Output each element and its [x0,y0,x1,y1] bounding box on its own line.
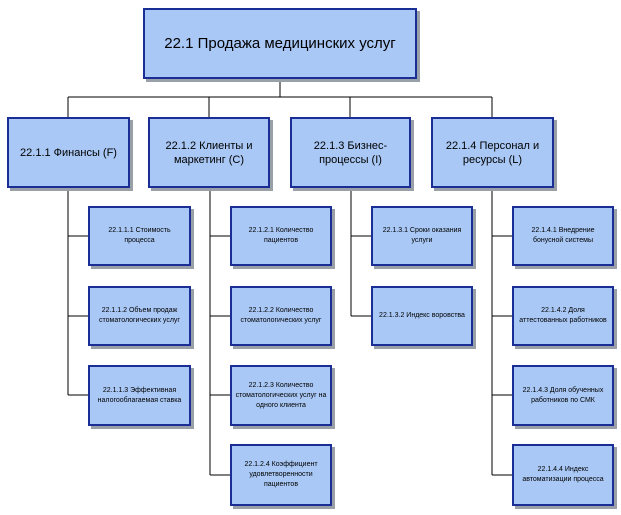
leaf-label: 22.1.1.1 Стоимость процесса [108,227,171,244]
category-finance: 22.1.1 Финансы (F) [7,117,130,188]
category-label: 22.1.2 Клиенты и маркетинг (C) [165,139,253,166]
leaf-label: 22.1.2.1 Количество пациентов [248,227,314,244]
leaf-node: 22.1.4.2 Доля аттестованных работников [512,286,614,346]
leaf-node: 22.1.3.1 Сроки оказания услуги [371,206,473,266]
leaf-label: 22.1.4.3 Доля обученных работников по СМ… [522,386,604,404]
leaf-node: 22.1.4.4 Индекс автоматизации процесса [512,444,614,506]
leaf-node: 22.1.2.3 Количество стоматологических ус… [230,365,332,426]
leaf-label: 22.1.3.1 Сроки оказания услуги [382,227,462,244]
category-clients: 22.1.2 Клиенты и маркетинг (C) [148,117,270,188]
root-node: 22.1 Продажа медицинских услуг [143,8,417,79]
leaf-label: 22.1.4.1 Внедрение бонусной системы [531,227,595,244]
leaf-node: 22.1.1.3 Эффективная налогооблагаемая ст… [88,365,191,426]
leaf-label: 22.1.2.3 Количество стоматологических ус… [235,381,327,409]
leaf-node: 22.1.2.4 Коэффициент удовлетворенности п… [230,444,332,506]
category-label: 22.1.4 Персонал и ресурсы (L) [445,139,540,166]
leaf-label: 22.1.1.2 Объем продаж стоматологических … [99,307,180,324]
leaf-label: 22.1.3.2 Индекс воровства [379,312,465,319]
category-business-processes: 22.1.3 Бизнес-процессы (I) [290,117,411,188]
leaf-node: 22.1.1.1 Стоимость процесса [88,206,191,266]
leaf-node: 22.1.4.1 Внедрение бонусной системы [512,206,614,266]
leaf-node: 22.1.1.2 Объем продаж стоматологических … [88,286,191,346]
leaf-node: 22.1.2.1 Количество пациентов [230,206,332,266]
category-personnel: 22.1.4 Персонал и ресурсы (L) [431,117,554,188]
leaf-label: 22.1.4.4 Индекс автоматизации процесса [522,466,604,483]
leaf-label: 22.1.1.3 Эффективная налогооблагаемая ст… [97,386,182,404]
leaf-node: 22.1.3.2 Индекс воровства [371,286,473,346]
category-label: 22.1.1 Финансы (F) [20,146,117,159]
leaf-node: 22.1.2.2 Количество стоматологических ус… [230,286,332,346]
leaf-label: 22.1.2.2 Количество стоматологических ус… [240,307,322,324]
category-label: 22.1.3 Бизнес-процессы (I) [313,139,388,166]
leaf-label: 22.1.4.2 Доля аттестованных работников [519,307,607,324]
leaf-label: 22.1.2.4 Коэффициент удовлетворенности п… [244,461,318,488]
root-label: 22.1 Продажа медицинских услуг [164,35,396,52]
leaf-node: 22.1.4.3 Доля обученных работников по СМ… [512,365,614,426]
